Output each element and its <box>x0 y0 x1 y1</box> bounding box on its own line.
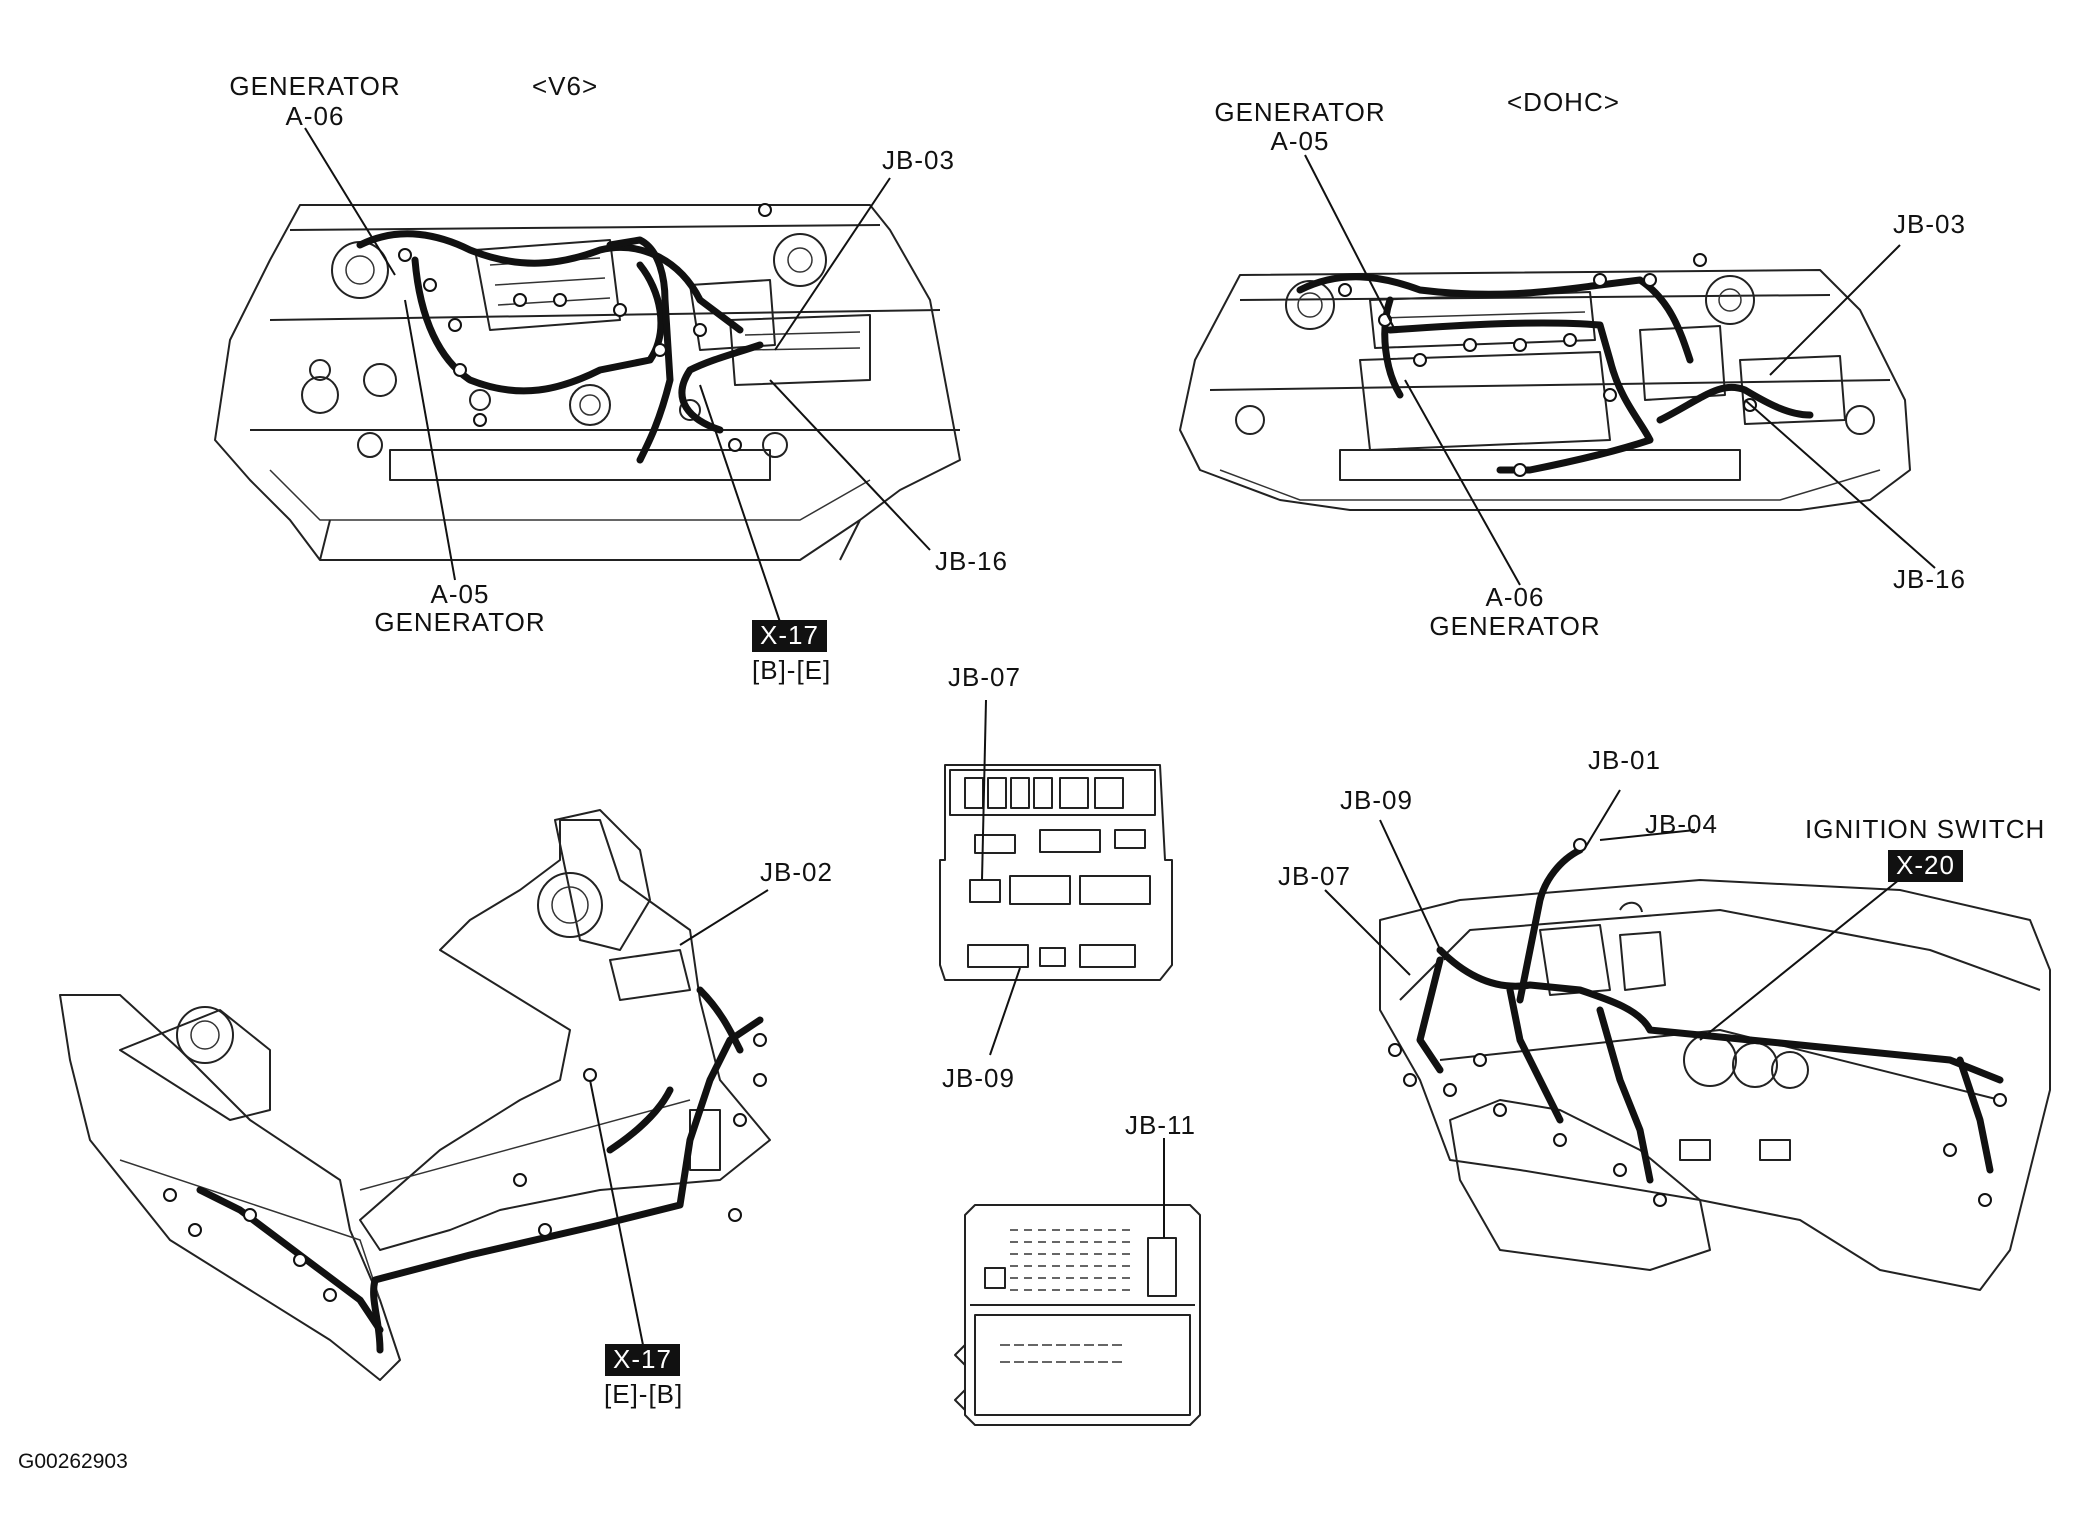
v6-a05-name-label: GENERATOR <box>374 607 546 637</box>
dohc-generator-top-name-label: GENERATOR <box>1214 97 1386 127</box>
v6-jb03-label: JB-03 <box>882 145 955 175</box>
jb02-label: JB-02 <box>760 857 833 887</box>
v6-jb16-label: JB-16 <box>935 546 1008 576</box>
figure-id-label: G00262903 <box>18 1450 128 1473</box>
dash-jb01-label: JB-01 <box>1588 745 1661 775</box>
dash-jb04-label: JB-04 <box>1645 809 1718 839</box>
v6-section-title: <V6> <box>532 71 599 101</box>
junction-block-jb11 <box>954 1138 1201 1426</box>
dohc-section-title: <DOHC> <box>1507 87 1620 117</box>
dohc-generator-top-code-label: A-05 <box>1270 126 1330 156</box>
dohc-jb16-label: JB-16 <box>1893 564 1966 594</box>
x17-bottom-connector-tag: X-17 <box>605 1344 680 1376</box>
v6-generator-top-code-label: A-06 <box>285 101 345 131</box>
x17-top-connector-tag: X-17 <box>752 620 827 652</box>
dash-jb07-label: JB-07 <box>1278 861 1351 891</box>
jb09-center-label: JB-09 <box>942 1063 1015 1093</box>
ignition-switch-label: IGNITION SWITCH <box>1805 814 2046 844</box>
front-harness-view <box>59 809 771 1381</box>
x17-bottom-range-label: [E]-[B] <box>604 1379 684 1409</box>
v6-engine-compartment <box>214 127 961 623</box>
x17-top-range-label: [B]-[E] <box>752 655 832 685</box>
dohc-engine-compartment <box>1179 154 1936 586</box>
v6-a05-code-label: A-05 <box>430 579 490 609</box>
jb11-label: JB-11 <box>1125 1110 1196 1140</box>
instrument-panel-view <box>1324 789 2051 1291</box>
junction-block-jb07-jb09 <box>939 699 1173 1056</box>
dohc-a06-code-label: A-06 <box>1485 582 1545 612</box>
x20-connector-tag: X-20 <box>1888 850 1963 882</box>
dohc-a06-name-label: GENERATOR <box>1429 611 1601 641</box>
dohc-jb03-label: JB-03 <box>1893 209 1966 239</box>
jb07-center-label: JB-07 <box>948 662 1021 692</box>
dash-jb09-label: JB-09 <box>1340 785 1413 815</box>
v6-generator-top-name-label: GENERATOR <box>229 71 401 101</box>
